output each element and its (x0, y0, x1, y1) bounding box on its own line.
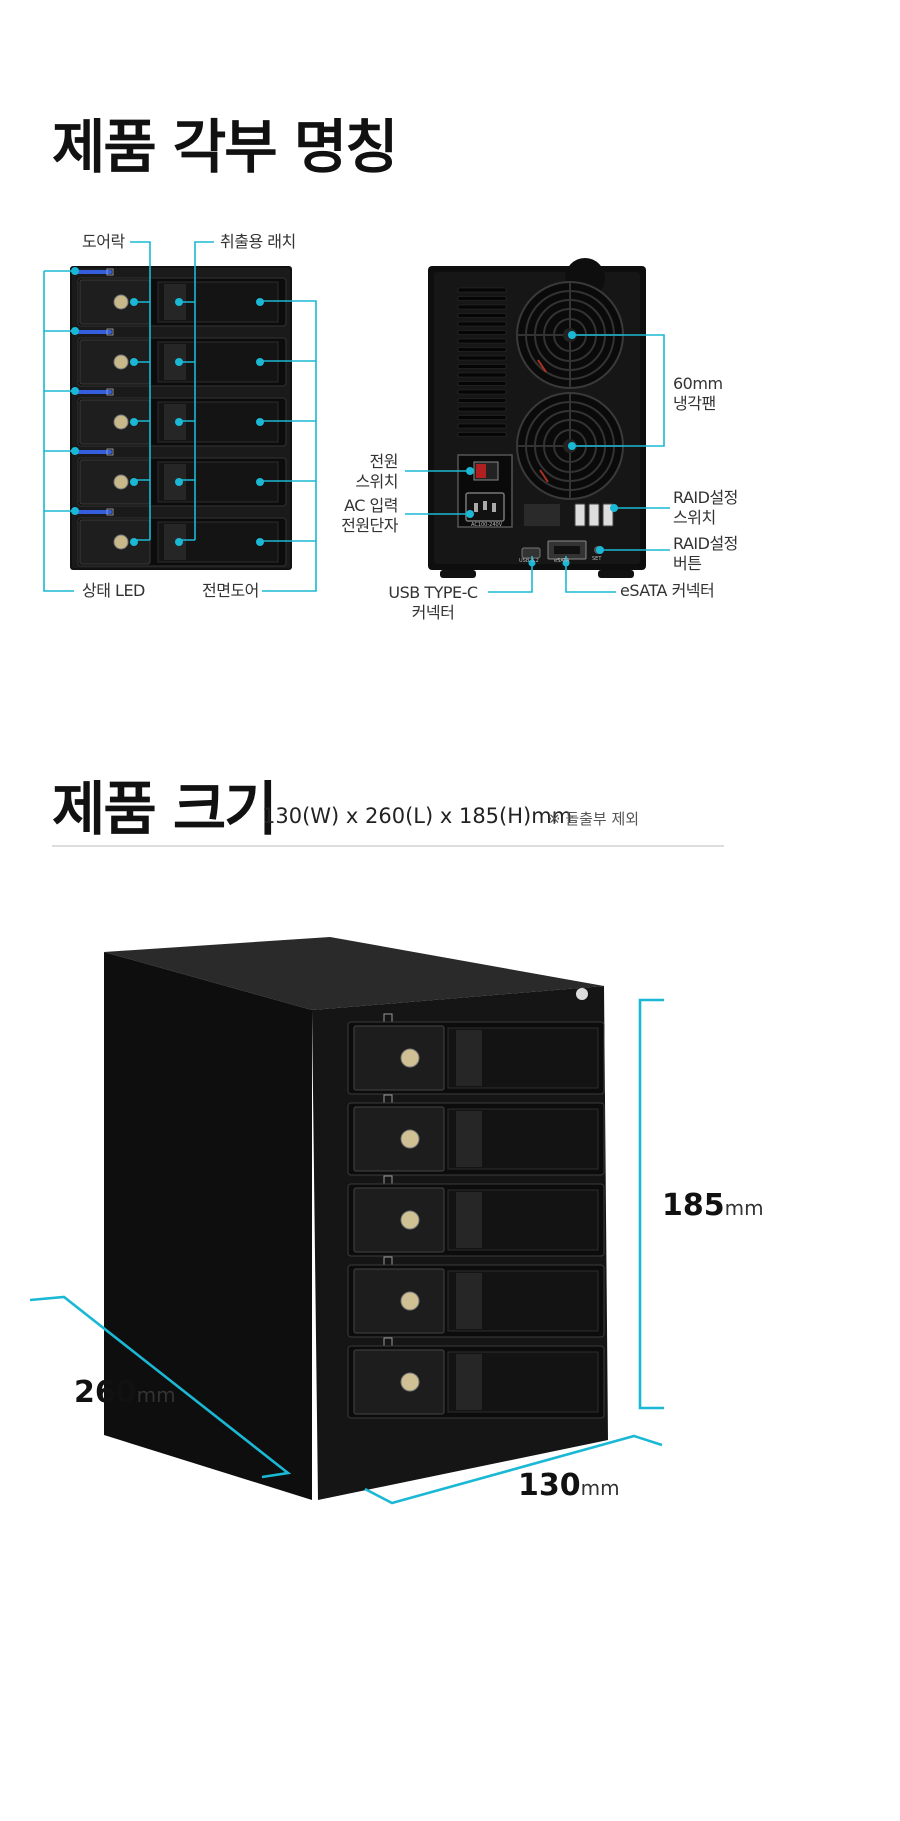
lock-icon (113, 474, 129, 490)
status-led (72, 510, 112, 514)
drive-bay (347, 1175, 605, 1257)
esata-port-text: eSATA (554, 558, 570, 564)
dimensions-text: 130(W) x 260(L) x 185(H)mm (262, 804, 573, 828)
lock-icon (113, 354, 129, 370)
section-title-size: 제품 크기 (52, 775, 278, 843)
section-divider (52, 845, 724, 847)
label-raid-switch: RAID설정 스위치 (673, 488, 738, 527)
lock-icon (400, 1291, 420, 1311)
status-led (72, 270, 112, 274)
bay-number-icon (106, 508, 114, 516)
lock-icon (400, 1372, 420, 1392)
section-title-parts: 제품 각부 명칭 (52, 113, 399, 181)
exclude-note: ※ 돌출부 제외 (548, 810, 640, 828)
label-usb: USB TYPE-C 커넥터 (388, 583, 478, 622)
usb-port-text: USB 3.2 (519, 558, 539, 564)
status-led (72, 390, 112, 394)
label-fan: 60mm 냉각팬 (673, 374, 723, 413)
label-raid-button: RAID설정 버튼 (673, 534, 738, 573)
label-latch: 취출용 래치 (220, 232, 296, 251)
lock-icon (113, 414, 129, 430)
bay-number-icon (106, 328, 114, 336)
status-led (72, 330, 112, 334)
lock-icon (113, 534, 129, 550)
lock-icon (113, 294, 129, 310)
label-front-door: 전면도어 (202, 581, 259, 600)
ac-rating-text: AC100-240V (471, 522, 503, 528)
width-dimension: 130mm (518, 1468, 620, 1503)
drive-bay (347, 1256, 605, 1338)
lock-icon (400, 1210, 420, 1230)
drive-bay (347, 1094, 605, 1176)
label-door-lock: 도어락 (82, 232, 125, 251)
ac-socket-icon (465, 492, 505, 522)
lock-icon (400, 1129, 420, 1149)
label-status-led: 상태 LED (82, 581, 145, 600)
lock-icon (400, 1048, 420, 1068)
status-led (72, 450, 112, 454)
bay-number-icon (106, 388, 114, 396)
length-dimension: 260mm (74, 1375, 176, 1410)
label-esata: eSATA 커넥터 (620, 581, 715, 600)
bay-number-icon (106, 268, 114, 276)
drive-bay (72, 268, 287, 327)
bay-number-icon (106, 448, 114, 456)
drive-bay (347, 1013, 605, 1095)
height-dimension: 185mm (662, 1188, 764, 1223)
set-button-text: SET (592, 556, 602, 562)
label-ac-input: AC 입력 전원단자 (341, 496, 398, 535)
label-power-switch: 전원 스위치 (355, 452, 398, 491)
drive-bay (347, 1337, 605, 1419)
